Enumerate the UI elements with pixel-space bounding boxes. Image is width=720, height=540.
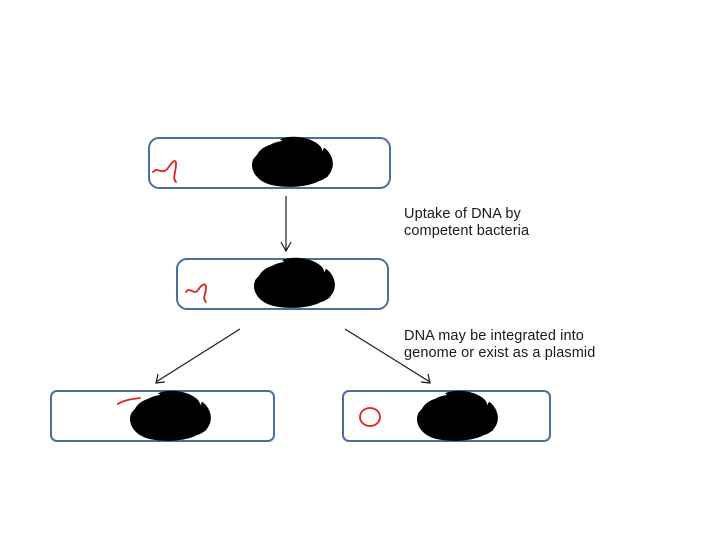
caption-uptake-line2: competent bacteria — [404, 223, 529, 240]
caption-integration-line1: DNA may be integrated into — [404, 328, 595, 345]
caption-uptake-line1: Uptake of DNA by — [404, 206, 529, 223]
cell-with-external-dna — [149, 137, 390, 188]
caption-integration-line2: genome or exist as a plasmid — [404, 345, 595, 362]
arrow-down-left — [156, 329, 240, 383]
caption-integration: DNA may be integrated into genome or exi… — [404, 328, 595, 362]
cell-with-plasmid — [343, 391, 550, 441]
arrow-down — [281, 196, 291, 251]
caption-uptake: Uptake of DNA by competent bacteria — [404, 206, 529, 240]
cell-with-integrated-dna — [51, 391, 274, 441]
cell-with-internal-dna — [177, 258, 388, 309]
